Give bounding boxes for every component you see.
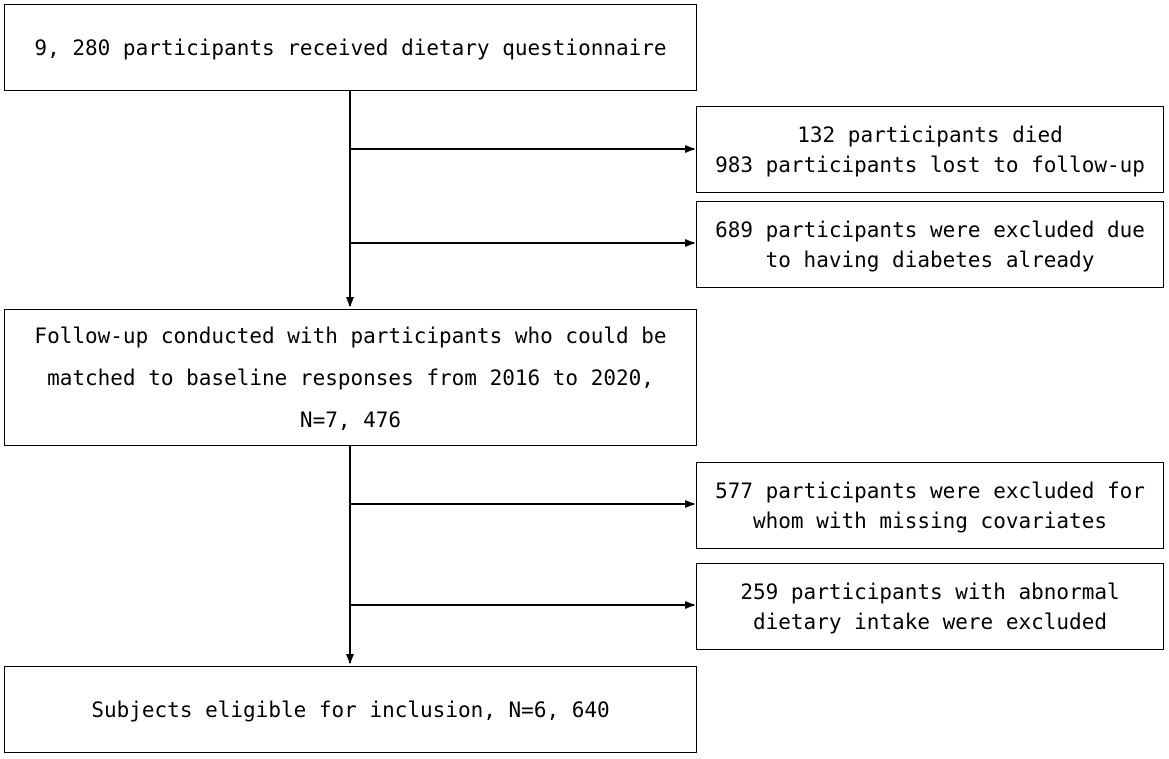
followup-box-line-3: N=7, 476 [299,407,402,432]
exclusion-box-abnormal-intake-line-1: 259 participants with abnormal [740,579,1120,604]
followup-box-line-1: Follow-up conducted with participants wh… [34,323,667,348]
exclusion-box-diabetes-line-2: to having diabetes already [765,247,1095,272]
exclusion-box-missing-covariates-line-1: 577 participants were excluded for [715,478,1145,503]
followup-box-line-2: matched to baseline responses from 2016 … [47,365,654,390]
exclusion-box-abnormal-intake-line-2: dietary intake were excluded [752,609,1107,634]
exclusion-box-missing-covariates-line-2: whom with missing covariates [752,508,1107,533]
start-box-text: 9, 280 participants received dietary que… [34,35,667,60]
exclusion-box-died-lost: 132 participants died 983 participants l… [696,106,1164,193]
exclusion-box-diabetes-line-1: 689 participants were excluded due [715,217,1145,242]
exclusion-box-died-lost-line-1: 132 participants died [797,122,1063,147]
final-box-text: Subjects eligible for inclusion, N=6, 64… [91,697,610,722]
exclusion-box-died-lost-line-2: 983 participants lost to follow-up [715,152,1145,177]
exclusion-box-diabetes: 689 participants were excluded due to ha… [696,201,1164,288]
final-box: Subjects eligible for inclusion, N=6, 64… [4,666,697,753]
exclusion-box-abnormal-intake: 259 participants with abnormal dietary i… [696,563,1164,650]
followup-box: Follow-up conducted with participants wh… [4,309,697,446]
exclusion-box-missing-covariates: 577 participants were excluded for whom … [696,462,1164,549]
start-box: 9, 280 participants received dietary que… [4,4,697,91]
